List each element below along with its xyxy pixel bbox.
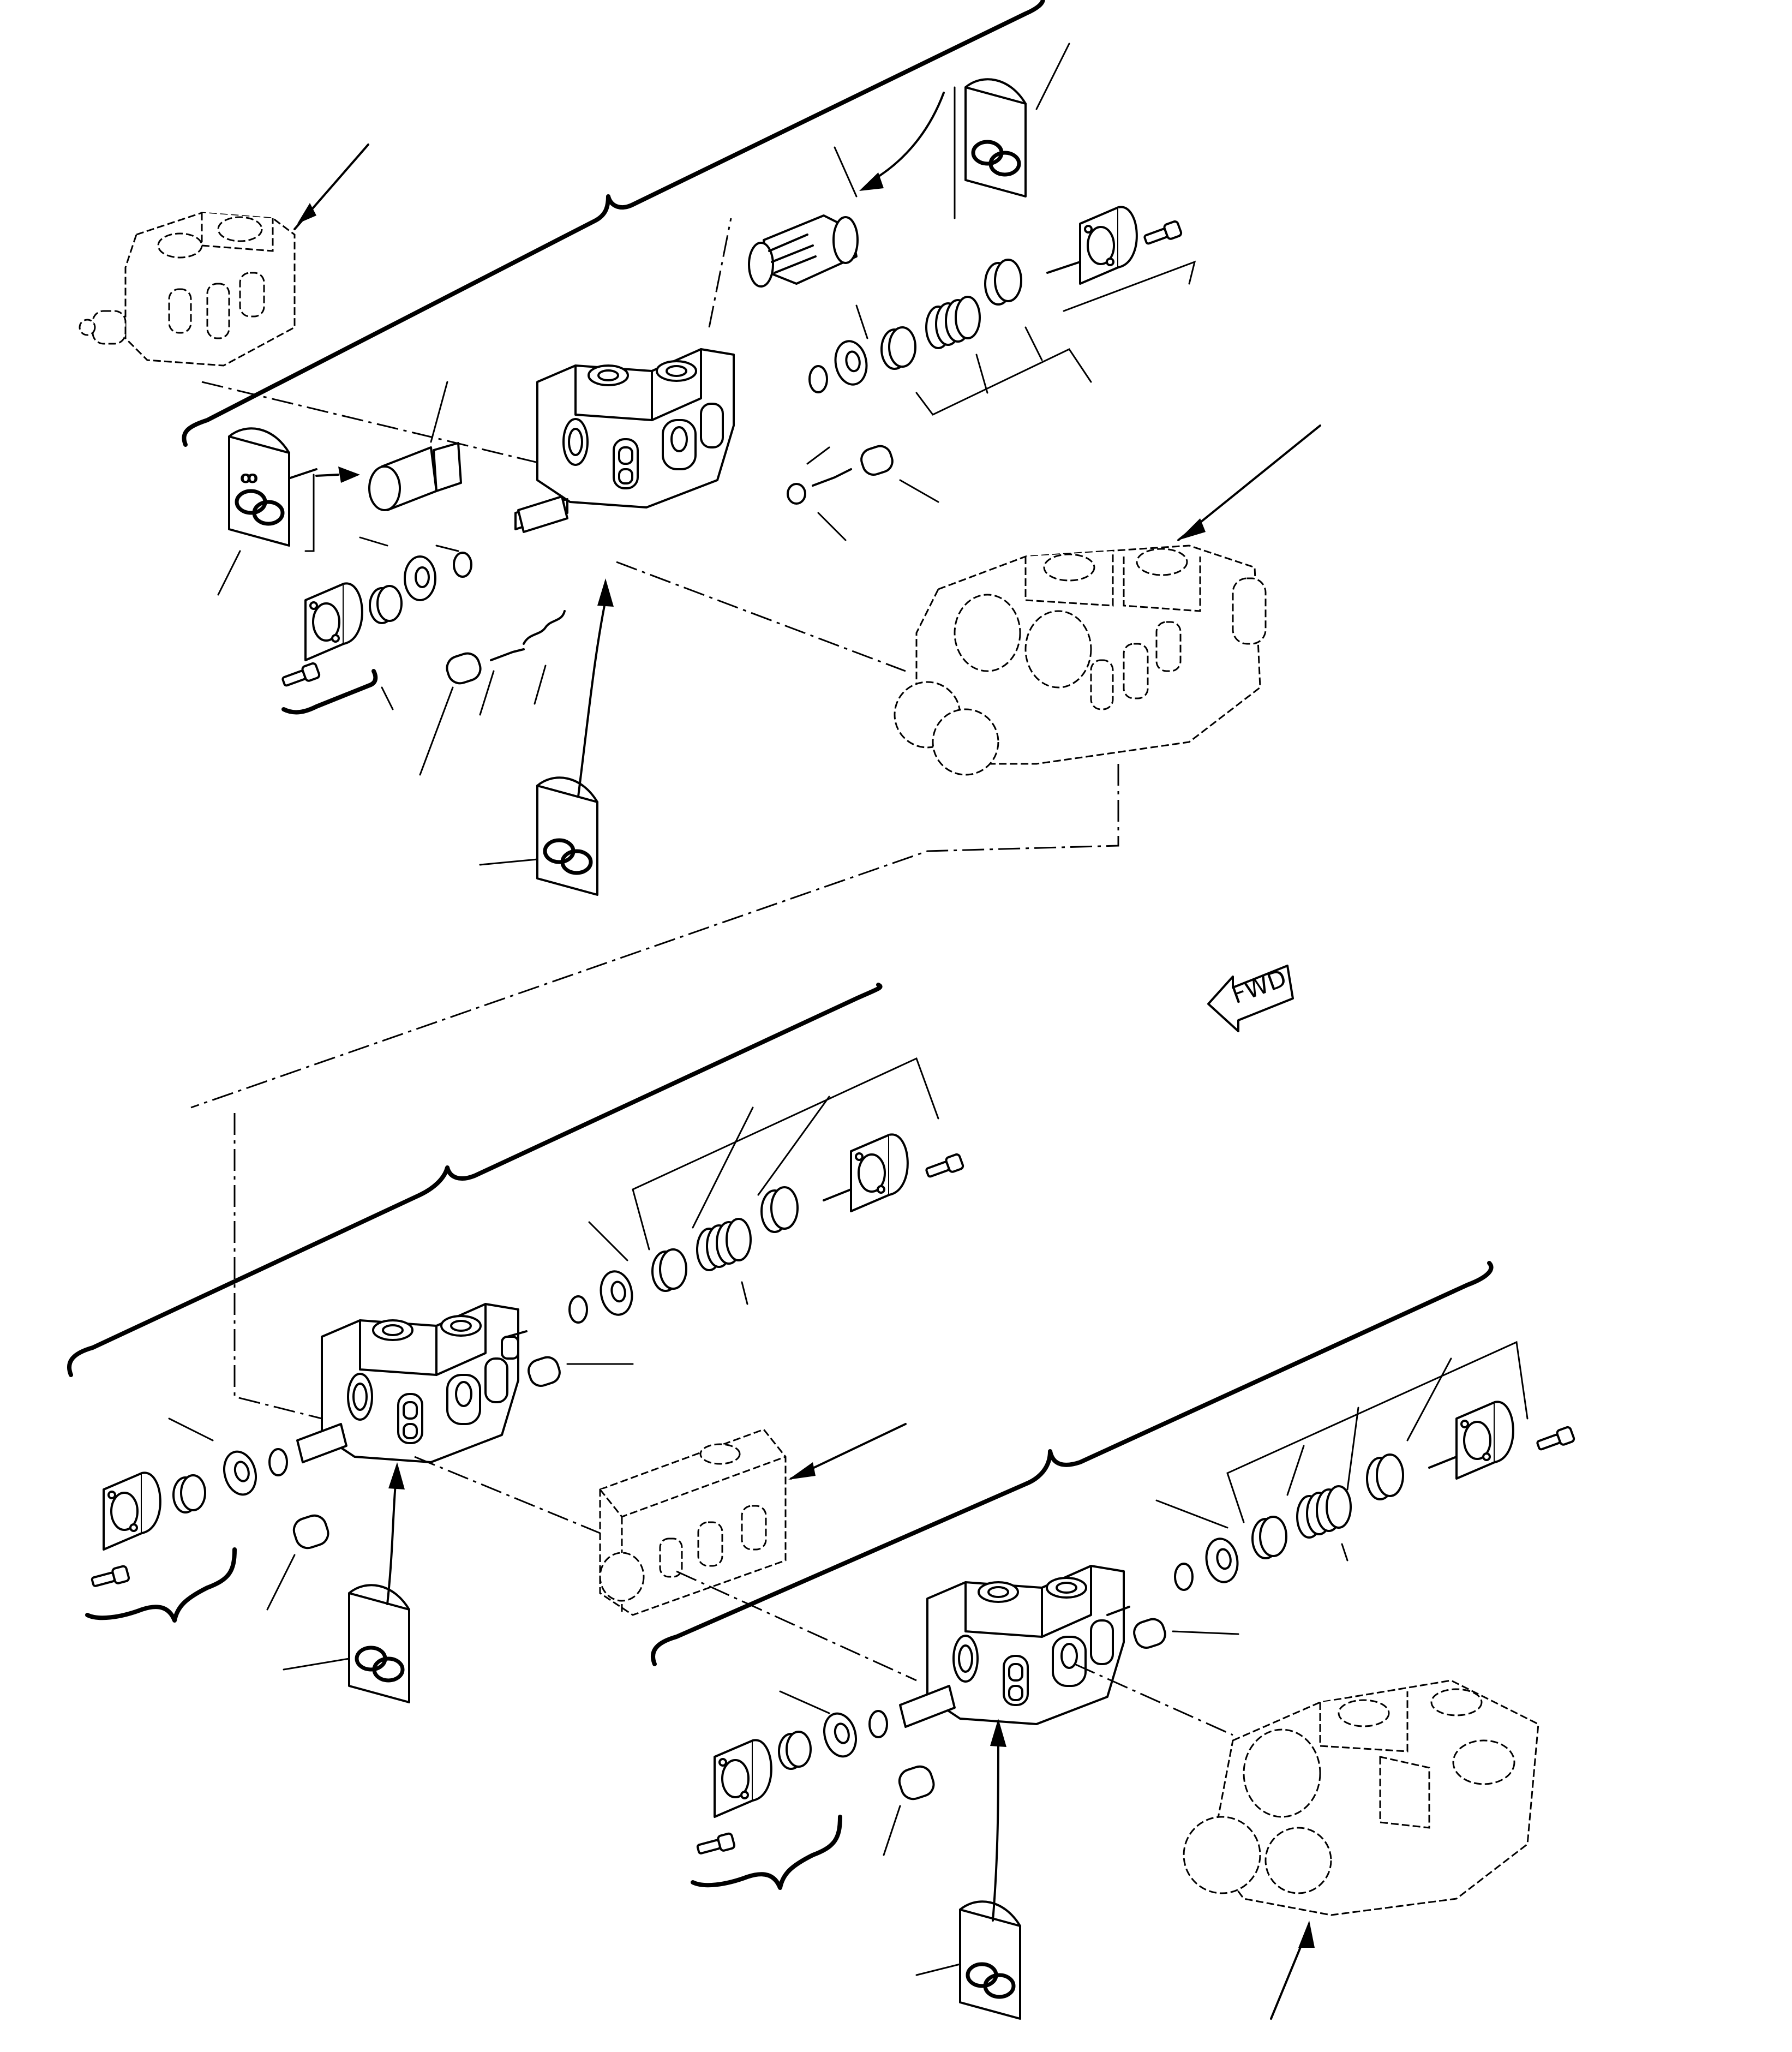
washer-right-bottom [1202, 1535, 1242, 1586]
spring-middle [696, 1218, 752, 1271]
relief-valve-cartridge [748, 214, 859, 288]
end-cap-left-middle [103, 1471, 161, 1551]
washer-left [404, 555, 436, 601]
spring-retainer-top [984, 259, 1022, 306]
valve-section-body-middle [321, 1303, 519, 1463]
bolt-right-bottom [1535, 1425, 1576, 1455]
spring-retainer-bottom [1366, 1453, 1404, 1500]
spring-bottom [1296, 1485, 1352, 1539]
check-plug-right [787, 445, 894, 505]
assembled-valve-bank-top [894, 545, 1267, 776]
sealant-tag-top-right [964, 78, 1027, 198]
valve-section-body [536, 348, 735, 508]
sealant-tag-center-top [536, 776, 598, 896]
end-cap-right-middle [850, 1133, 909, 1212]
spring-retainer-middle [760, 1186, 799, 1233]
valve-section-body-bottom [926, 1565, 1125, 1725]
assembled-valve-bank-bottom [1183, 1679, 1539, 1916]
washer-left-bottom [818, 1709, 862, 1761]
forward-direction-indicator: FWD [1207, 964, 1294, 1032]
washer-left-middle [218, 1447, 262, 1499]
spring-seat-right-middle [651, 1248, 687, 1292]
spring-seat-right-bottom [1251, 1516, 1287, 1559]
bolt-right-top [1142, 219, 1183, 249]
bottom-valve-section [650, 1261, 1576, 2020]
sealant-tag-middle [348, 1584, 410, 1703]
spring-seat-left-bottom [778, 1731, 812, 1770]
washer-right-middle [596, 1267, 637, 1319]
check-plug-left [446, 610, 566, 685]
o-ring-left [453, 552, 472, 578]
spring-seat-right-top [880, 326, 916, 370]
middle-valve-section [67, 983, 965, 1703]
spring-top [925, 296, 981, 349]
o-ring-right-top [808, 365, 828, 393]
relief-plug-left [368, 442, 462, 511]
sealant-tag-top-left: ꝏ [228, 427, 290, 547]
end-cap-right-bottom [1455, 1401, 1514, 1480]
bolt-right-middle [924, 1152, 965, 1182]
bolt-left [280, 661, 321, 691]
end-cap-right-top [1079, 206, 1138, 285]
svg-text:ꝏ: ꝏ [240, 468, 258, 487]
ghost-valve-section-middle [599, 1428, 787, 1616]
end-cap-left [304, 582, 363, 661]
check-plug-left-bottom [898, 1765, 935, 1800]
bolt-left-bottom [695, 1832, 736, 1858]
bolt-left-middle [89, 1564, 131, 1591]
washer-right-top [831, 337, 871, 388]
sealant-tag-bottom [959, 1900, 1021, 2020]
end-cap-left-bottom [714, 1739, 772, 1818]
check-plug-left-middle [292, 1514, 329, 1550]
spring-seat-left-middle [172, 1474, 206, 1513]
check-plug-right-bottom [1106, 1606, 1166, 1649]
top-valve-section: ꝏ [79, 0, 1321, 1109]
check-plug-right-middle [501, 1330, 561, 1387]
spring-seat-left [369, 585, 403, 624]
